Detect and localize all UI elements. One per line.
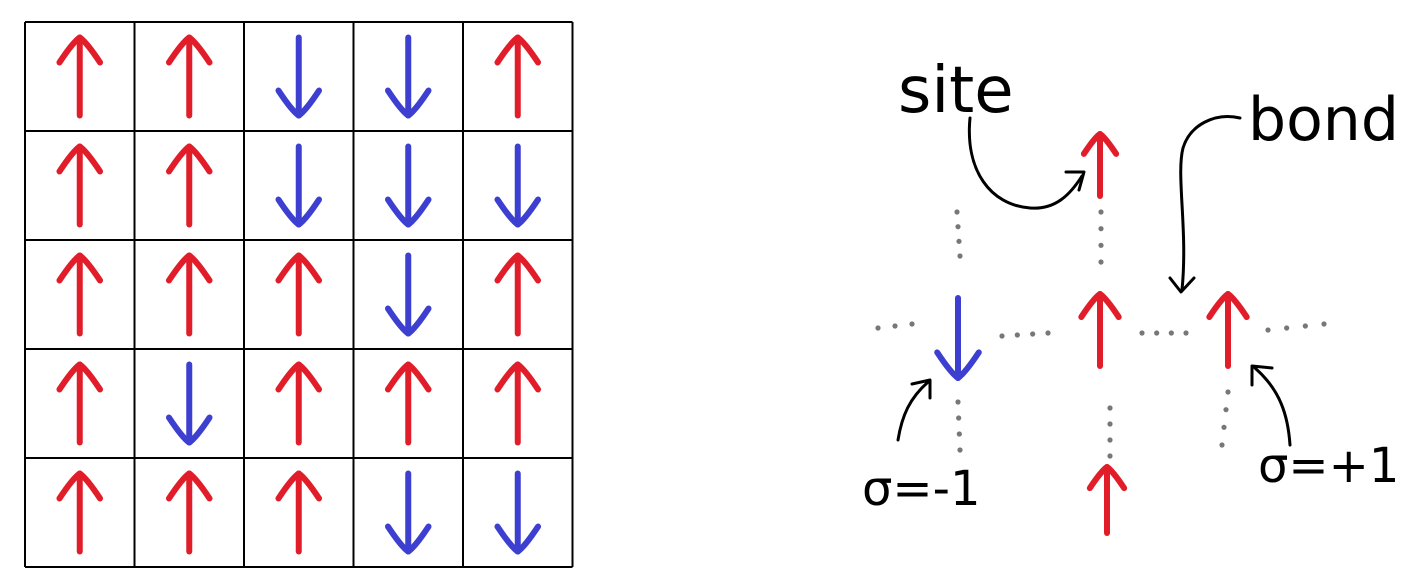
grid-spin-down-arrow (165, 361, 213, 446)
site-bond-diagram: site bond σ=-1 σ=+1 (862, 54, 1399, 536)
grid-spin-up-arrow (494, 361, 542, 446)
bond-dot (1098, 209, 1104, 215)
grid-spin-down-arrow (384, 143, 432, 228)
bond-dot (1098, 259, 1104, 265)
grid-spin-down-arrow (494, 470, 542, 555)
spin-lattice-grid (24, 21, 574, 568)
bond-dot (1284, 325, 1290, 331)
grid-spin-up-arrow (56, 252, 104, 337)
grid-spin-up-arrow (384, 361, 432, 446)
bond-dot (1045, 330, 1051, 336)
sigma-plus-label: σ=+1 (1258, 438, 1399, 494)
bond-dot (955, 399, 961, 405)
grid-spin-up-arrow (275, 470, 323, 555)
grid-spin-up-arrow (165, 470, 213, 555)
bond-dot (1107, 405, 1113, 411)
sigma-plus-callout-arrowhead (1250, 364, 1274, 387)
grid-spin-up-arrow (165, 143, 213, 228)
sigma-minus-callout-arrowhead (910, 378, 932, 400)
bond-callout-arrowhead (1168, 276, 1196, 294)
site-label: site (898, 54, 1014, 128)
bond-dot (1154, 330, 1160, 336)
bond-dot (1219, 442, 1225, 448)
sigma-minus-label: σ=-1 (862, 461, 981, 517)
bond-dot (1302, 323, 1308, 329)
bond-dot (1107, 421, 1113, 427)
grid-spin-up-arrow (56, 143, 104, 228)
bond-dot (1221, 424, 1227, 430)
grid-spin-down-arrow (275, 143, 323, 228)
grid-spin-up-arrow (56, 34, 104, 119)
bond-dot (957, 447, 963, 453)
bond-dot (1014, 332, 1020, 338)
grid-spin-down-arrow (494, 143, 542, 228)
sigma-plus-callout-arrow (1253, 366, 1292, 447)
bond-dot (875, 325, 881, 331)
bond-dot (892, 323, 898, 329)
bond-dot (957, 253, 963, 259)
bond-dot (956, 415, 962, 421)
bond-dot (956, 431, 962, 437)
grid-spin-up-arrow (165, 34, 213, 119)
bond-label: bond (1248, 85, 1399, 155)
bond-dot (1139, 330, 1145, 336)
bond-dot (909, 321, 915, 327)
bond-dot (956, 238, 962, 244)
bond-dot (1107, 437, 1113, 443)
bond-dot (1223, 407, 1229, 413)
bond-dot (1107, 453, 1113, 459)
bond-dot (1030, 331, 1036, 337)
diagram-spins (934, 131, 1250, 536)
grid-spin-up-arrow (56, 361, 104, 446)
bond-dot (999, 333, 1005, 339)
grid-spin-up-arrow (275, 252, 323, 337)
left-spin-arrow (934, 295, 982, 381)
site-callout-arrow (967, 116, 1084, 210)
sigma-minus-callout-arrow (896, 380, 930, 442)
grid-spin-up-arrow (275, 361, 323, 446)
bond-dot (954, 209, 960, 215)
site-callout-arrowhead (1064, 170, 1086, 192)
bond-dot (1225, 389, 1231, 395)
bond-dot (1098, 226, 1104, 232)
center-spin-arrow (1078, 291, 1122, 369)
grid-spin-up-arrow (56, 470, 104, 555)
bond-dot (1321, 321, 1327, 327)
grid-lines (24, 21, 574, 568)
bond-dot (955, 224, 961, 230)
grid-spin-up-arrow (494, 252, 542, 337)
grid-spin-up-arrow (494, 34, 542, 119)
bond-dot (1168, 330, 1174, 336)
bond-dots (875, 209, 1327, 459)
right-spin-arrow (1206, 291, 1250, 369)
center-top-spin-arrow (1080, 131, 1120, 199)
bond-dot (1183, 330, 1189, 336)
bond-callout-arrow (1179, 115, 1242, 292)
grid-spin-down-arrow (384, 252, 432, 337)
grid-spins (56, 34, 542, 555)
center-bottom-spin-arrow (1086, 464, 1128, 536)
grid-spin-down-arrow (384, 34, 432, 119)
bond-dot (1265, 327, 1271, 333)
bond-dot (1098, 242, 1104, 248)
grid-spin-down-arrow (384, 470, 432, 555)
grid-spin-up-arrow (165, 252, 213, 337)
grid-spin-down-arrow (275, 34, 323, 119)
